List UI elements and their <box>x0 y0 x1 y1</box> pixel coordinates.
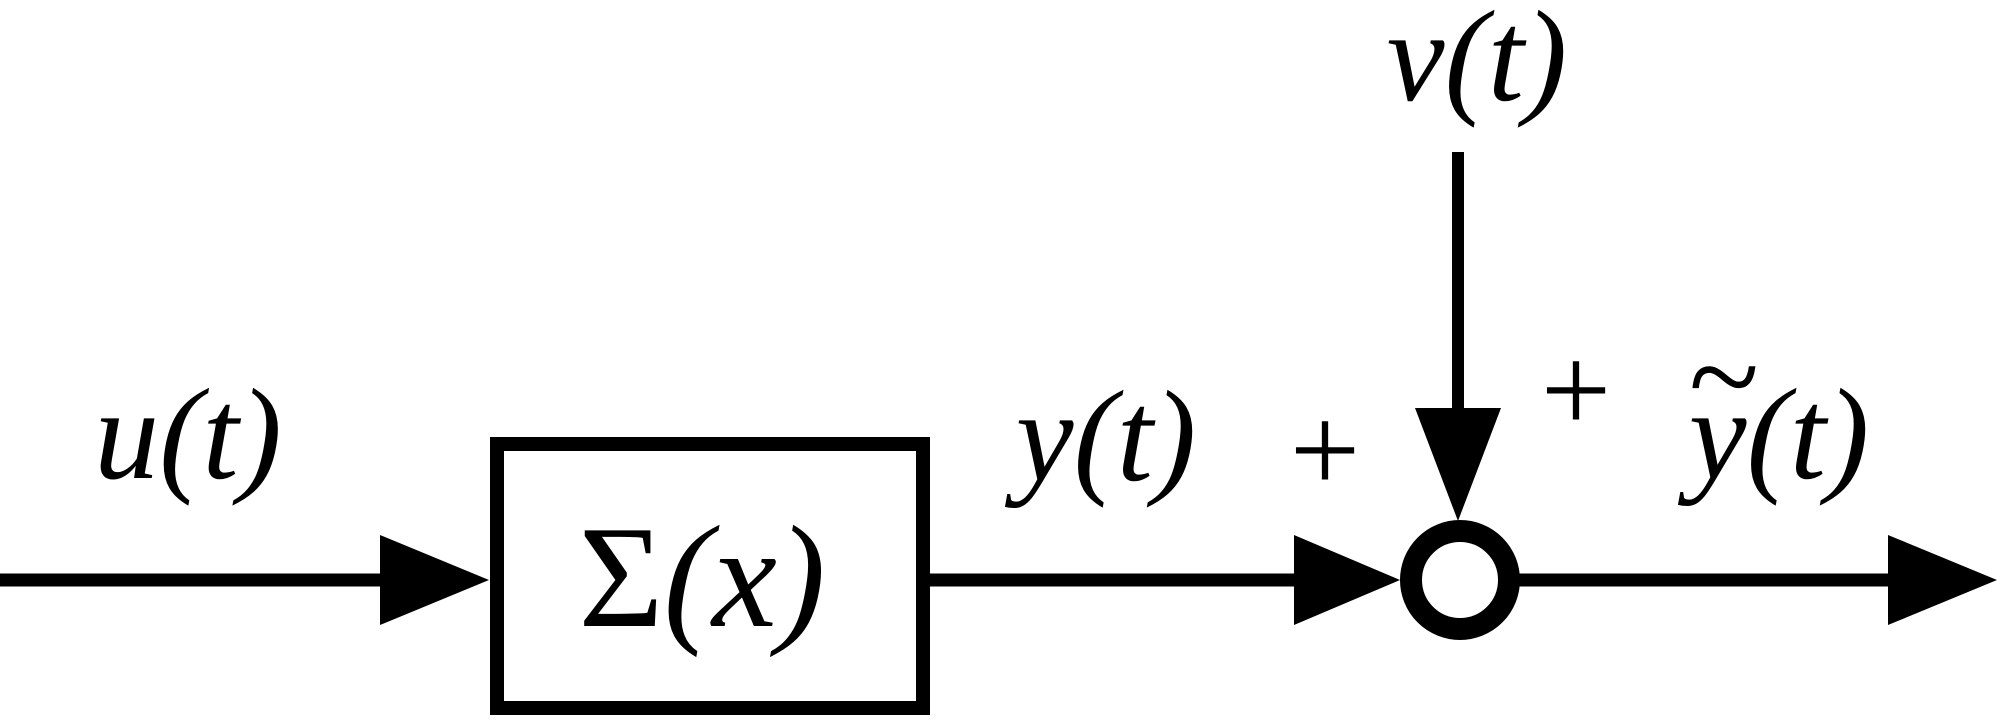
block-label: Σ(x) <box>578 496 825 658</box>
summing-junction <box>1400 520 1520 640</box>
output-label: y(t) <box>1678 363 1869 507</box>
noise-label: v(t) <box>1387 0 1567 129</box>
block-output-label: y(t) <box>1005 365 1196 509</box>
block-output-arrowhead-icon <box>1294 535 1400 625</box>
block-label-sigma: Σ <box>578 496 663 658</box>
block-label-arg: (x) <box>663 496 825 658</box>
output-arrowhead-icon <box>1888 535 1997 625</box>
plus-sign-left: + <box>1290 382 1361 520</box>
input-label: u(t) <box>94 363 282 507</box>
noise-arrowhead-icon <box>1415 408 1501 521</box>
sigma-block <box>490 437 930 715</box>
output-label-tilde: ~ <box>1689 305 1759 449</box>
plus-sign-right: + <box>1541 322 1612 460</box>
input-arrowhead-icon <box>380 535 489 625</box>
